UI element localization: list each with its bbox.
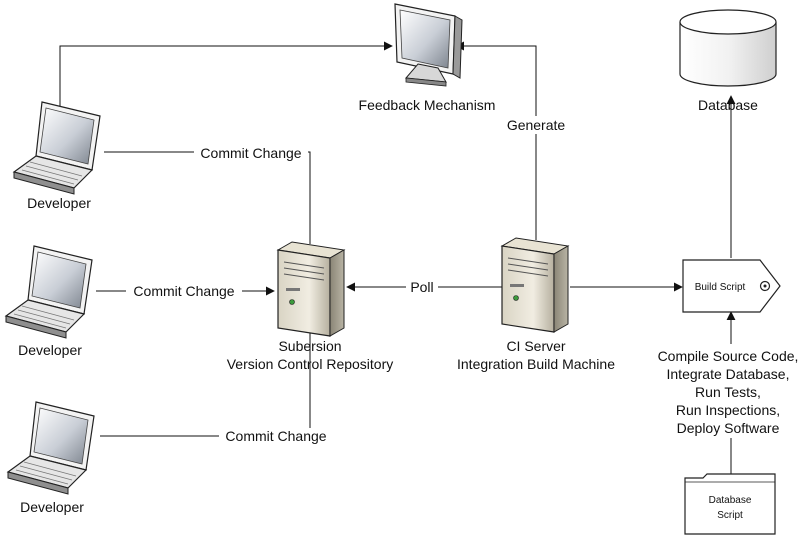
laptop-icon	[6, 401, 95, 495]
poll-label: Poll	[410, 279, 433, 295]
monitor-icon	[394, 3, 463, 87]
commit-change-label-3: Commit Change	[225, 428, 326, 444]
database-label: Database	[698, 97, 758, 113]
build-step: Integrate Database,	[667, 366, 790, 382]
database-script-doc-icon	[684, 473, 776, 535]
edge-developer1-feedback	[59, 41, 393, 110]
server-icon	[276, 241, 346, 337]
edge-generate	[455, 41, 537, 240]
build-script-label: Build Script	[695, 282, 746, 293]
build-step: Compile Source Code,	[658, 348, 799, 364]
svn-label-line1: Subersion	[278, 338, 341, 354]
developer-3-label: Developer	[20, 499, 84, 515]
build-step: Run Tests,	[695, 384, 761, 400]
commit-change-label-2: Commit Change	[133, 283, 234, 299]
developer-1-label: Developer	[27, 195, 91, 211]
feedback-label: Feedback Mechanism	[359, 97, 496, 113]
build-step: Deploy Software	[677, 420, 780, 436]
ci-label-line1: CI Server	[506, 338, 565, 354]
edge-labels: Commit Change Commit Change Commit Chang…	[126, 116, 572, 446]
build-steps: Compile Source Code, Integrate Database,…	[648, 344, 810, 438]
build-script-tag-icon	[682, 259, 781, 313]
laptop-icon	[4, 245, 93, 339]
developer-2-label: Developer	[18, 342, 82, 358]
build-step: Run Inspections,	[676, 402, 780, 418]
database-script-label-line2: Script	[717, 510, 743, 521]
laptop-icon	[12, 101, 101, 195]
database-icon	[679, 9, 777, 87]
database-script-label-line1: Database	[709, 495, 752, 506]
edge-commit-1	[104, 151, 311, 244]
svn-label-line2: Version Control Repository	[227, 356, 394, 372]
server-icon	[500, 237, 570, 333]
generate-label: Generate	[507, 117, 566, 133]
commit-change-label-1: Commit Change	[200, 145, 301, 161]
ci-label-line2: Integration Build Machine	[457, 356, 615, 372]
